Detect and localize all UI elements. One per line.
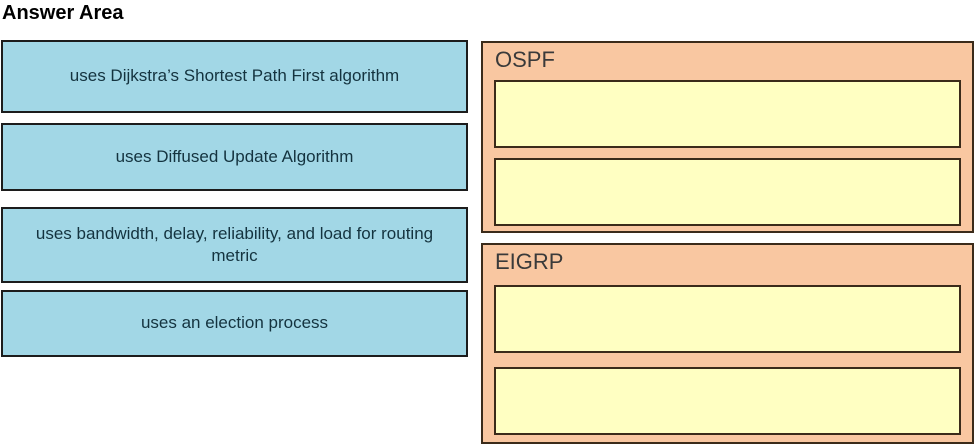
- ospf-dropzone-group: OSPF: [481, 41, 974, 233]
- ospf-drop-slot-2[interactable]: [494, 158, 961, 226]
- eigrp-drop-slot-1[interactable]: [494, 285, 961, 353]
- token-label: uses bandwidth, delay, reliability, and …: [35, 223, 434, 265]
- eigrp-drop-slot-2[interactable]: [494, 367, 961, 435]
- ospf-group-label: OSPF: [495, 47, 555, 72]
- ospf-drop-slot-1[interactable]: [494, 80, 961, 148]
- token-diffused-update-algorithm[interactable]: uses Diffused Update Algorithm: [1, 123, 468, 191]
- eigrp-dropzone-group: EIGRP: [481, 243, 974, 444]
- page-title: Answer Area: [2, 2, 124, 24]
- token-dijkstra-spf[interactable]: uses Dijkstra’s Shortest Path First algo…: [1, 40, 468, 113]
- token-label: uses Dijkstra’s Shortest Path First algo…: [69, 66, 400, 86]
- token-bandwidth-delay-metric[interactable]: uses bandwidth, delay, reliability, and …: [1, 207, 468, 283]
- token-label: uses Diffused Update Algorithm: [115, 146, 354, 166]
- token-election-process[interactable]: uses an election process: [1, 290, 468, 357]
- eigrp-group-label: EIGRP: [495, 249, 564, 274]
- token-label: uses an election process: [140, 313, 329, 333]
